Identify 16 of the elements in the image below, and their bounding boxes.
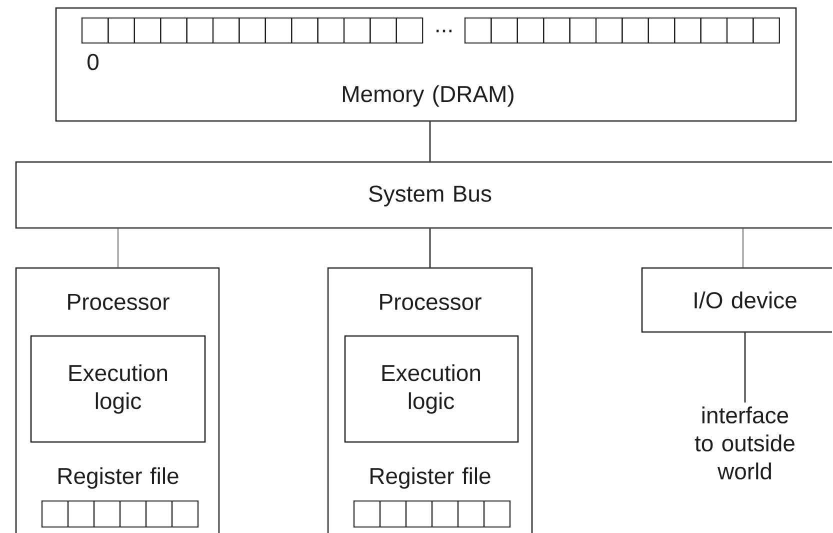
node-label: Processor xyxy=(380,294,482,310)
interface-text: interface to outside world xyxy=(694,406,794,480)
connector-line xyxy=(429,228,431,268)
index-label: 0 xyxy=(88,54,99,70)
logic-box: Execution logic xyxy=(344,335,519,443)
connector-line xyxy=(429,122,431,162)
node-label: Register file xyxy=(370,467,490,489)
ellipsis-label: ... xyxy=(436,30,452,32)
connector-line xyxy=(742,228,744,268)
node-label: Register file xyxy=(58,467,178,489)
connector-line xyxy=(117,228,119,268)
device-box: I/O device xyxy=(641,267,832,333)
logic-box: Execution logic xyxy=(30,335,206,443)
node-label: Processor xyxy=(68,294,170,310)
connector-line xyxy=(744,332,746,403)
bus-box: System Bus xyxy=(15,161,832,229)
